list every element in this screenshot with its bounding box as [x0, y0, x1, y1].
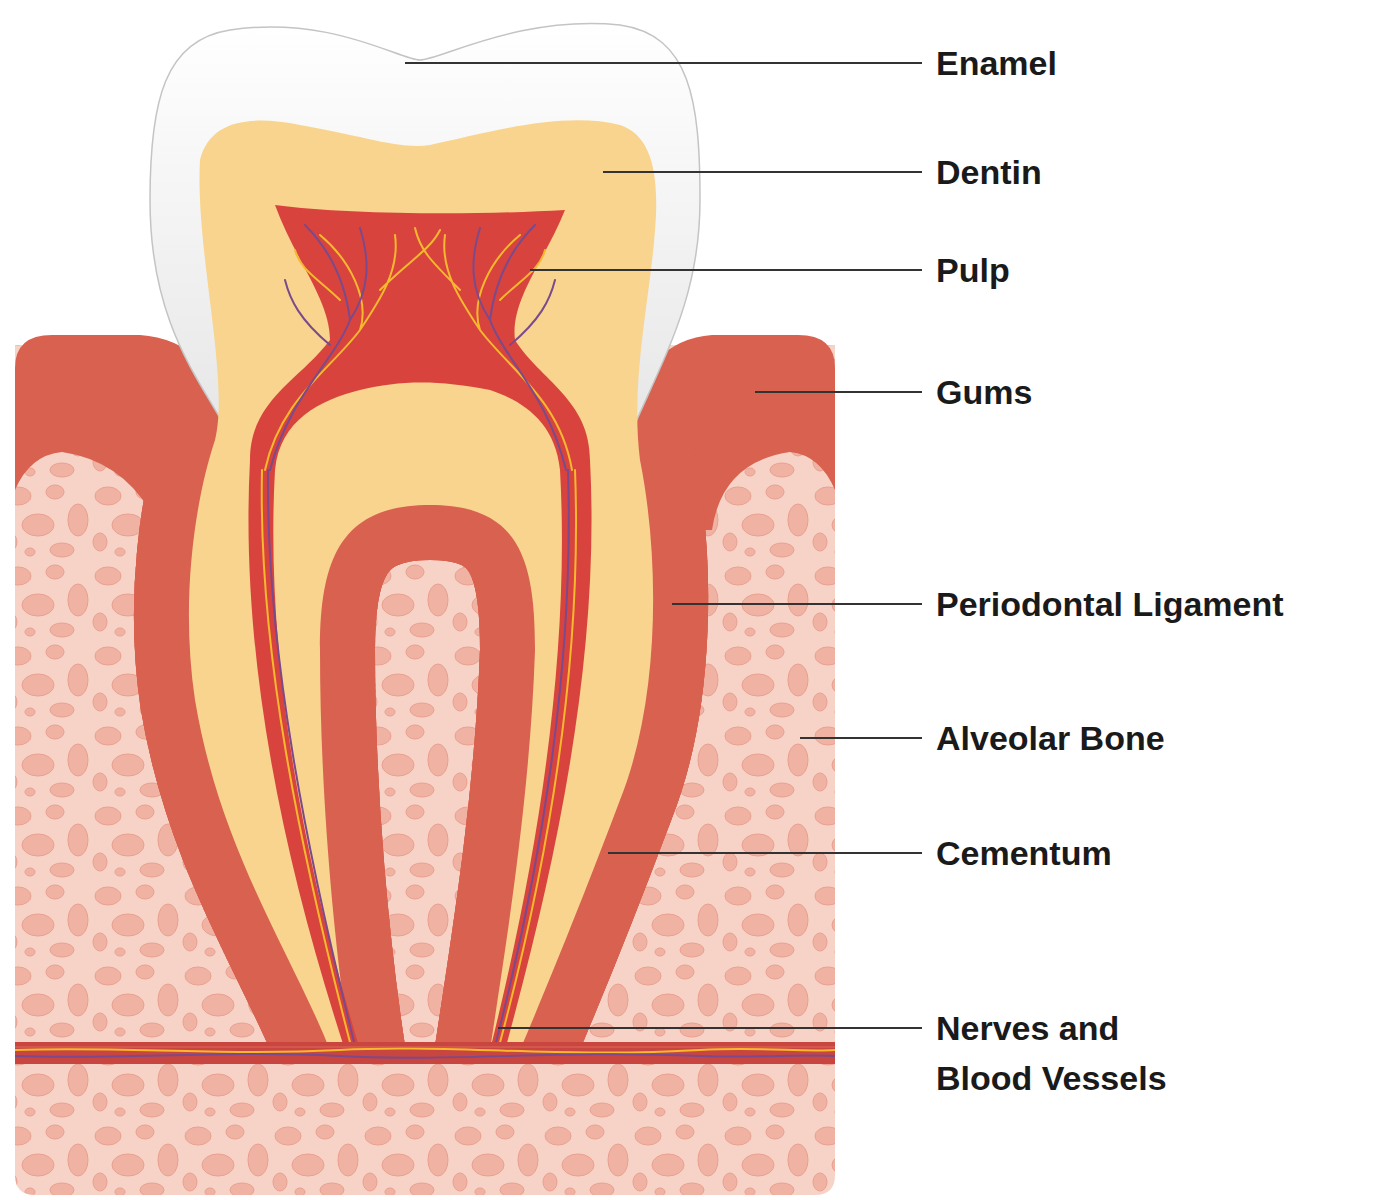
part-label: Nerves and Blood Vessels: [936, 1003, 1196, 1103]
leader-lines: [405, 63, 922, 1028]
periodontal-ligament: [189, 440, 656, 1050]
vessel-strand: [15, 1054, 835, 1058]
ligament-fibres: [189, 440, 656, 1050]
part-label: Periodontal Ligament: [936, 584, 1284, 624]
vessel-strand: [268, 470, 356, 1050]
leader-line: [405, 62, 922, 64]
leader-line: [800, 737, 922, 739]
nerve-branch: [265, 230, 440, 470]
pulp-nerves: [262, 225, 576, 1050]
part-label: Gums: [936, 372, 1032, 412]
nerve-branch: [415, 228, 572, 470]
gum-lining: [189, 440, 656, 1050]
vessel-branch: [473, 225, 566, 470]
leader-line: [530, 269, 922, 271]
leader-line: [603, 171, 922, 173]
vessel-band: [15, 1042, 835, 1064]
leader-line: [608, 852, 922, 854]
nerve-strand: [262, 470, 352, 1050]
vessel-band-strands: [15, 1047, 835, 1058]
vessel-strand: [15, 1047, 835, 1048]
leader-line: [755, 391, 922, 393]
vessel-branch: [270, 225, 367, 470]
part-label: Pulp: [936, 250, 1010, 290]
part-label: Dentin: [936, 152, 1042, 192]
nerve-strand: [15, 1048, 835, 1052]
part-label: Alveolar Bone: [936, 718, 1165, 758]
leader-line: [672, 603, 922, 605]
vessel-strand: [494, 470, 569, 1050]
root-socket: [189, 440, 656, 1050]
dentin: [189, 120, 656, 1050]
part-label: Cementum: [936, 833, 1112, 873]
part-label: Enamel: [936, 43, 1057, 83]
leader-line: [498, 1027, 922, 1029]
pulp: [248, 205, 591, 1050]
cementum: [189, 440, 656, 1050]
nerve-strand: [498, 470, 576, 1050]
